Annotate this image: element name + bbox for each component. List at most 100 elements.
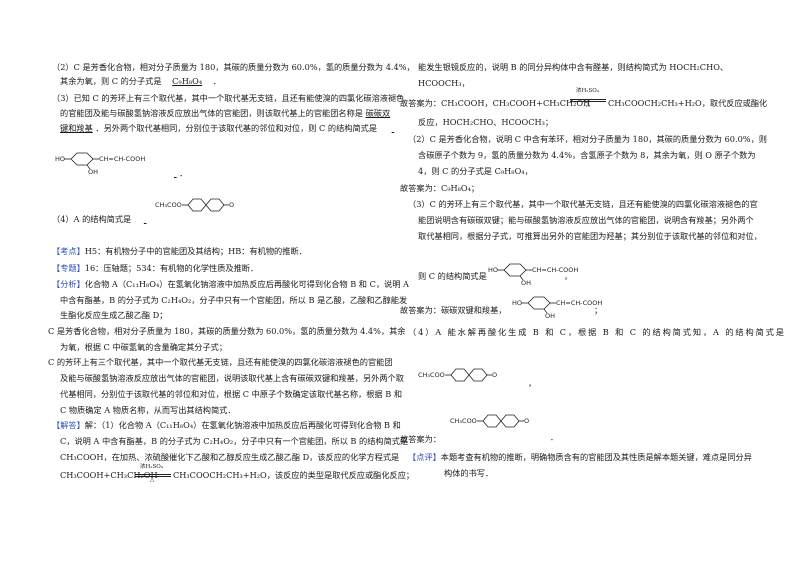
semicolon: ； bbox=[594, 305, 603, 315]
text: 解：（1）化合物 A（C₁₁H₈O₄）在氢氧化钠溶液中加热反应后再酸化可得到化合… bbox=[84, 420, 401, 430]
comma: ， bbox=[564, 271, 573, 281]
section-tag: 【专题】 bbox=[52, 263, 85, 273]
benzene-ring bbox=[187, 198, 207, 212]
right-line-3-tail: CH₃COOCH₂CH₃+H₂O，取代反应或酯化 bbox=[608, 98, 768, 108]
question-3-line-3: 键和羧基 ．另外两个取代基相同，分别位于该取代基的邻位和对位，则 C 的结构简式… bbox=[60, 123, 394, 134]
fenxi-line-3: 生酯化反应生成乙酸乙酯 D； bbox=[60, 310, 168, 320]
benzene-ring bbox=[450, 368, 470, 382]
text: 16：压轴题；534：有机物的化学性质及推断． bbox=[84, 263, 259, 273]
chem-structure-c: HO CH=CH-COOH OH bbox=[55, 152, 145, 175]
eq-condition-bottom: △ bbox=[586, 102, 591, 108]
text: ． bbox=[179, 168, 188, 178]
right-line-16: 故答案为： bbox=[400, 434, 441, 444]
eq-arrow-top bbox=[135, 474, 171, 475]
eq-arrow-bottom bbox=[135, 476, 171, 477]
right-line-5: （2）C 是芳香化合物，说明 C 中含有苯环，相对分子质量为 180，其碳的质量… bbox=[408, 134, 767, 144]
section-tag: 【解答】 bbox=[52, 420, 85, 430]
chem-group-label: CH₃COO bbox=[418, 371, 445, 379]
equation-left: CH₃COOH+CH₃CH₂OH bbox=[60, 470, 158, 480]
comma: ， bbox=[528, 378, 537, 388]
section-tag: 【点评】 bbox=[408, 452, 441, 462]
chem-structure-a-answer-2: CH₃COO O bbox=[450, 414, 529, 428]
chem-structure-a-answer: CH₃COO O bbox=[418, 368, 497, 382]
bond bbox=[519, 275, 524, 281]
pyranone-ring bbox=[468, 368, 488, 382]
question-4: （4）A 的结构简式是 bbox=[52, 214, 146, 225]
chem-chain-label: CH=CH-COOH bbox=[99, 155, 145, 163]
chem-o-label: O bbox=[524, 417, 529, 425]
question-2-line-2: 其余为氧，则 C 的分子式是 C₉H₈O₄ ． bbox=[60, 76, 221, 87]
blank bbox=[134, 214, 147, 224]
answer-blank: 键和羧基 bbox=[60, 123, 93, 133]
text: 其余为氧，则 C 的分子式是 bbox=[60, 76, 162, 86]
right-line-9: （3）C 的芳环上有三个取代基，其中一个取代基无支链，且还有能使溴的四氯化碳溶液… bbox=[408, 199, 758, 209]
eq-condition-top: 浓H₂SO₄ bbox=[576, 88, 599, 94]
jieda-line-2: C，说明 A 中含有酯基，B 的分子式为 C₂H₄O₂，分子中只有一个官能团，所… bbox=[60, 436, 409, 446]
benzene-ring bbox=[70, 152, 94, 166]
zhuanti-line: 【专题】16：压轴题；534：有机物的化学性质及推断． bbox=[52, 263, 258, 274]
dianping-line-1: 【点评】本题考查有机物的推断，明确物质含有的官能团及其性质是解本题关键，难点是同… bbox=[408, 452, 752, 463]
chem-oh-label: OH bbox=[545, 312, 555, 319]
pyranone-ring bbox=[500, 414, 520, 428]
benzene-ring bbox=[482, 414, 502, 428]
right-line-2: HCOOCH₃， bbox=[418, 78, 470, 88]
chem-oh-label: OH bbox=[88, 168, 98, 175]
fenxi-line-6: C 的芳环上有三个取代基，其中一个取代基无支链，且还有能使溴的四氯化碳溶液褪色的… bbox=[48, 357, 393, 367]
chem-structure-c-answer: HO CH=CH-COOH OH bbox=[488, 263, 578, 286]
benzene-ring bbox=[503, 263, 527, 277]
fenxi-line-8: 代基相同，分别位于该取代基的邻位和对位，根据 C 中原子个数确定该取代基名称，根… bbox=[60, 389, 403, 399]
answer-blank: ． bbox=[160, 168, 187, 179]
answer-blank: C₉H₈O₄ bbox=[172, 76, 203, 86]
text: 本题考查有机物的推断，明确物质含有的官能团及其性质是解本题关键，难点是同分异 bbox=[440, 452, 752, 462]
answer-blank bbox=[380, 123, 395, 133]
chem-o-label: O bbox=[492, 371, 497, 379]
benzene-ring bbox=[527, 296, 551, 310]
fenxi-line-9: C 物质确定 A 物质名称，从而写出其结构简式． bbox=[60, 405, 236, 415]
right-line-14: （4）A 能水解再酸化生成 B 和 C，根据 B 和 C 的结构简式知，A 的结… bbox=[408, 327, 786, 337]
text: 的官能团及能与碳酸氢钠溶液反应放出气体的官能团，则该取代基上的官能团名称是 bbox=[60, 108, 363, 118]
jieda-line-1: 【解答】解：（1）化合物 A（C₁₁H₈O₄）在氢氧化钠溶液中加热反应后再酸化可… bbox=[52, 420, 401, 431]
bond bbox=[86, 164, 91, 170]
chem-chain-label: CH=CH-COOH bbox=[532, 266, 578, 274]
chem-oh-label: OH bbox=[521, 279, 531, 286]
eq-condition-top: 浓H₂SO₄ bbox=[140, 464, 163, 470]
right-line-4: 反应，HOCH₂CHO、HCOOCH₃； bbox=[418, 117, 554, 127]
text: 化合物 A（C₁₁H₈O₄）在氢氧化钠溶液中加热反应后再酸化可得到化合物 B 和… bbox=[84, 279, 409, 289]
fenxi-line-5: 为氧，根据 C 中碳氢氧的含量确定其分子式； bbox=[60, 342, 228, 352]
right-line-7: 4，则 C 的分子式是 C₉H₈O₄， bbox=[418, 166, 533, 176]
right-line-6: 含碳原子个数为 9，氢的质量分数为 4.4%，含氢原子个数为 8，其余为氧，则 … bbox=[418, 150, 756, 160]
chem-ho-label: HO bbox=[55, 155, 65, 163]
fenxi-line-4: C 是芳香化合物，相对分子质量为 180，其碳的质量分数为 60.0%，氢的质量… bbox=[48, 326, 406, 336]
right-line-8: 故答案为：C₉H₈O₄； bbox=[400, 183, 480, 193]
kaodian-line: 【考点】H5：有机物分子中的官能团及其结构；HB：有机物的推断． bbox=[52, 246, 307, 257]
chem-structure-c-answer-2: HO CH=CH-COOH OH bbox=[512, 296, 602, 319]
right-line-12: 则 C 的结构简式是 bbox=[418, 271, 487, 281]
chem-ho-label: HO bbox=[512, 299, 522, 307]
text: （4）A 的结构简式是 bbox=[52, 214, 132, 224]
right-line-3-lead: 故答案为：CH₃COOH，CH₃COOH+CH₃CH₂OH bbox=[400, 98, 591, 108]
fenxi-line-2: 中含有酯基，B 的分子式为 C₂H₄O₂，分子中只有一个官能团，所以 B 是乙酸… bbox=[60, 295, 408, 305]
question-3-line-1: （3）已知 C 的芳环上有三个取代基，其中一个取代基无支链，且还有能使溴的四氯化… bbox=[52, 93, 405, 103]
dianping-line-2: 构体的书写． bbox=[444, 468, 494, 478]
right-line-1: 能发生银镜反应的，说明 B 的同分异构体中含有醛基，则结构简式为 HOCH₂CH… bbox=[418, 62, 729, 72]
blank bbox=[160, 168, 177, 178]
text: ．另外两个取代基相同，分别位于该取代基的邻位和对位，则 C 的结构简式是 bbox=[95, 123, 378, 133]
question-2-line-1: （2）C 是芳香化合物，相对分子质量为 180，其碳的质量分数为 60.0%，氢… bbox=[52, 62, 415, 72]
pyranone-ring bbox=[205, 198, 225, 212]
chem-group-label: CH₃COO bbox=[450, 417, 477, 425]
chem-ho-label: HO bbox=[488, 266, 498, 274]
chem-o-label: O bbox=[229, 201, 234, 209]
chem-chain-label: CH=CH-COOH bbox=[556, 299, 602, 307]
period: ． bbox=[550, 432, 559, 442]
fenxi-line-7: 及能与碳酸氢钠溶液反应放出气体的官能团，说明该取代基上含有碳碳双键和羧基，另外两… bbox=[60, 373, 404, 383]
chem-structure-a: CH₃COO O bbox=[155, 198, 234, 212]
bond bbox=[543, 308, 548, 314]
equation-right: CH₃COOCH₂CH₃+H₂O，该反应的类型是取代反应或酯化反应； bbox=[173, 470, 415, 480]
answer-blank: 碳碳双 bbox=[365, 108, 391, 118]
chem-group-label: CH₃COO bbox=[155, 201, 182, 209]
text: ． bbox=[212, 76, 221, 86]
eq-arrow-bottom bbox=[570, 101, 606, 102]
section-tag: 【分析】 bbox=[52, 279, 85, 289]
right-line-11: 取代基相同，根据分子式，可推算出另外的官能团为羟基；其分别位于该取代基的邻位和对… bbox=[418, 231, 762, 241]
question-3-line-2: 的官能团及能与碳酸氢钠溶液反应放出气体的官能团，则该取代基上的官能团名称是 碳碳… bbox=[60, 108, 390, 119]
